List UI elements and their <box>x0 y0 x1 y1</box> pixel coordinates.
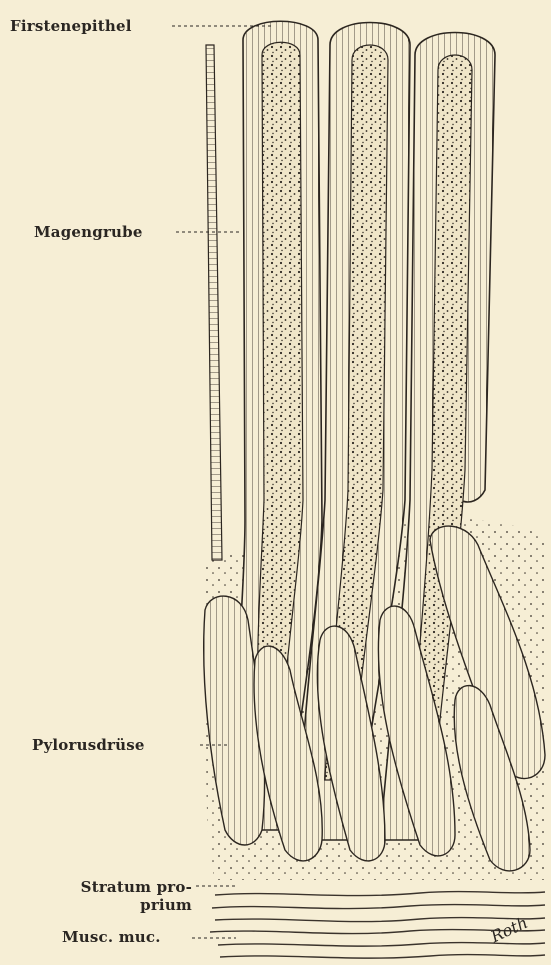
label-stratum-proprium: Stratum pro- prium <box>34 878 192 914</box>
label-stratum-proprium-line1: Stratum pro- <box>34 878 192 896</box>
label-pylorusdruese: Pylorusdrüse <box>32 736 145 754</box>
left-epithelium-strip <box>206 45 222 560</box>
label-stratum-proprium-line2: prium <box>34 896 192 914</box>
label-firstenepithel: Firstenepithel <box>10 17 132 35</box>
label-magengrube: Magengrube <box>34 223 143 241</box>
label-musc-muc: Musc. muc. <box>62 928 161 946</box>
